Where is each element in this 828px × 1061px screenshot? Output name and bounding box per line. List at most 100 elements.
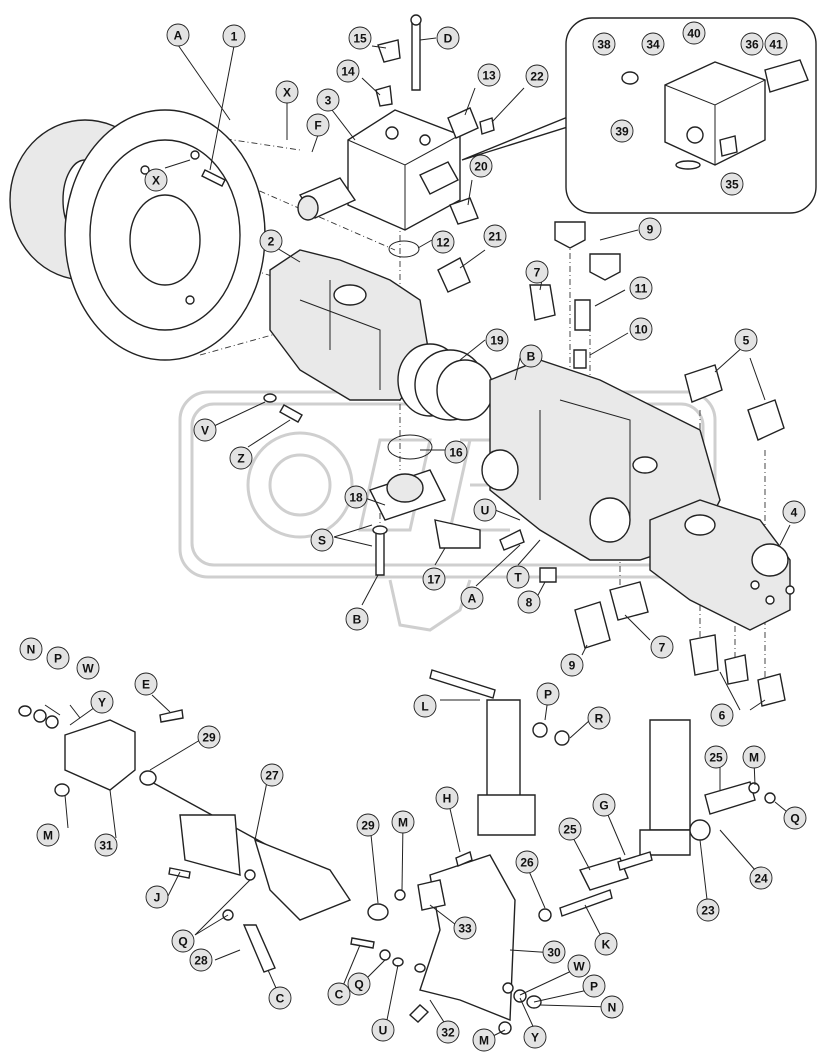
callout-label: U [481, 504, 490, 518]
callout-circle [558, 817, 582, 841]
callout-7: 7 [525, 260, 549, 284]
callout-21: 21 [483, 224, 507, 248]
callout-P: P [46, 646, 70, 670]
callout-31: 31 [94, 833, 118, 857]
callout-circle [629, 276, 653, 300]
callout-circle [306, 113, 330, 137]
callout-Q: Q [171, 929, 195, 953]
callout-circle [436, 1020, 460, 1044]
callout-3: 3 [316, 88, 340, 112]
callout-39: 39 [610, 119, 634, 143]
callout-circle [764, 32, 788, 56]
callout-circle [525, 64, 549, 88]
callout-label: M [398, 816, 408, 830]
callout-circle [94, 833, 118, 857]
callout-circle [431, 230, 455, 254]
callout-circle [422, 567, 446, 591]
callout-label: M [43, 829, 53, 843]
callout-circle [222, 24, 246, 48]
callout-label: 13 [482, 69, 496, 83]
callout-8: 8 [517, 590, 541, 614]
callout-label: 40 [687, 27, 701, 41]
callout-T: T [506, 565, 530, 589]
callout-circle [710, 703, 734, 727]
callout-22: 22 [525, 64, 549, 88]
callout-circle [229, 446, 253, 470]
callout-label: V [201, 424, 209, 438]
callout-circle [469, 154, 493, 178]
callout-circle [134, 672, 158, 696]
callout-X: X [275, 80, 299, 104]
callout-label: 21 [488, 230, 502, 244]
callout-Z: Z [229, 446, 253, 470]
callout-circle [90, 690, 114, 714]
callout-circle [734, 328, 758, 352]
callout-circle [444, 440, 468, 464]
callout-circle [345, 607, 369, 631]
callout-18: 18 [344, 485, 368, 509]
callout-label: Z [237, 452, 244, 466]
callout-circle [435, 786, 459, 810]
callout-38: 38 [592, 32, 616, 56]
callout-label: 34 [646, 38, 660, 52]
callout-label: 20 [474, 160, 488, 174]
callout-circle [259, 229, 283, 253]
callout-circle [166, 23, 190, 47]
gearbox-assembly [481, 359, 795, 631]
callout-label: S [318, 534, 326, 548]
callout-label: 9 [647, 223, 654, 237]
callout-23: 23 [696, 898, 720, 922]
callout-29: 29 [197, 725, 221, 749]
callout-V: V [193, 418, 217, 442]
callout-label: 16 [449, 446, 463, 460]
callout-circle [460, 586, 484, 610]
callout-label: 2 [268, 235, 275, 249]
callout-circle [592, 32, 616, 56]
callout-P: P [536, 682, 560, 706]
flange-and-seals [263, 393, 481, 576]
callout-label: 7 [659, 641, 666, 655]
callout-K: K [594, 932, 618, 956]
callout-circle [638, 217, 662, 241]
callout-circle [650, 635, 674, 659]
callout-label: 27 [265, 769, 279, 783]
callout-28: 28 [189, 948, 213, 972]
callout-circle [560, 653, 584, 677]
hydraulic-pump [269, 249, 494, 421]
callout-circle [260, 763, 284, 787]
callout-label: A [174, 29, 183, 43]
callout-circle [36, 823, 60, 847]
callout-label: 6 [719, 709, 726, 723]
callout-7: 7 [650, 635, 674, 659]
callout-circle [46, 646, 70, 670]
callout-label: 41 [769, 38, 783, 52]
callout-circle [536, 682, 560, 706]
callout-label: 38 [597, 38, 611, 52]
callout-label: 7 [534, 266, 541, 280]
callout-circle [641, 32, 665, 56]
callout-circle [453, 916, 477, 940]
callout-M: M [742, 745, 766, 769]
callout-label: D [444, 32, 453, 46]
callout-M: M [36, 823, 60, 847]
callout-circle [740, 32, 764, 56]
callout-N: N [600, 995, 624, 1019]
callout-label: 29 [202, 731, 216, 745]
callout-W: W [76, 656, 100, 680]
callout-27: 27 [260, 763, 284, 787]
callout-9: 9 [638, 217, 662, 241]
callout-circle [436, 26, 460, 50]
callout-circle [567, 954, 591, 978]
callout-circle [76, 656, 100, 680]
callout-33: 33 [453, 916, 477, 940]
callout-25: 25 [558, 817, 582, 841]
callout-X: X [144, 168, 168, 192]
callout-A: A [166, 23, 190, 47]
callout-circle [344, 485, 368, 509]
callout-circle [197, 725, 221, 749]
callout-H: H [435, 786, 459, 810]
callout-label: 4 [791, 506, 798, 520]
callout-1: 1 [222, 24, 246, 48]
callout-label: 30 [547, 946, 561, 960]
